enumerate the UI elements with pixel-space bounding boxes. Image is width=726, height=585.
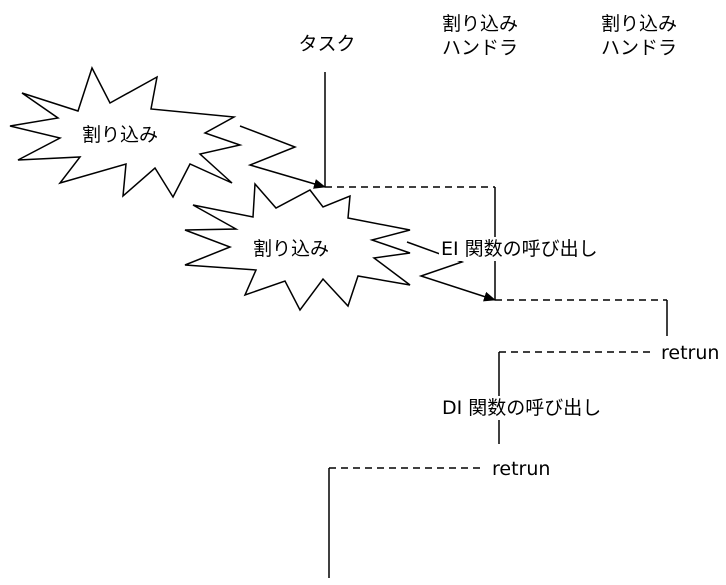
return-1-label: retrun bbox=[661, 342, 720, 364]
column-handler2-line2: ハンドラ bbox=[600, 37, 677, 59]
ei-call-label: EI 関数の呼び出し bbox=[439, 237, 600, 261]
return-2-label: retrun bbox=[492, 458, 551, 480]
interrupt-arrow-2 bbox=[406, 241, 496, 302]
column-handler1-line1: 割り込み bbox=[441, 13, 518, 35]
column-task-label: タスク bbox=[298, 33, 356, 55]
column-handler2-line1: 割り込み bbox=[600, 13, 677, 35]
column-handler1-label: 割り込み ハンドラ bbox=[425, 12, 535, 60]
column-handler1-line2: ハンドラ bbox=[441, 37, 518, 59]
column-handler2-label: 割り込み ハンドラ bbox=[584, 12, 694, 60]
interrupt-arrow-1 bbox=[239, 125, 326, 189]
di-call-label: DI 関数の呼び出し bbox=[440, 396, 604, 420]
interrupt-starburst-2 bbox=[184, 182, 411, 312]
interrupt-starburst-1 bbox=[9, 66, 243, 199]
interrupt-1-label: 割り込み bbox=[82, 124, 159, 146]
interrupt-2-label: 割り込み bbox=[253, 238, 330, 260]
